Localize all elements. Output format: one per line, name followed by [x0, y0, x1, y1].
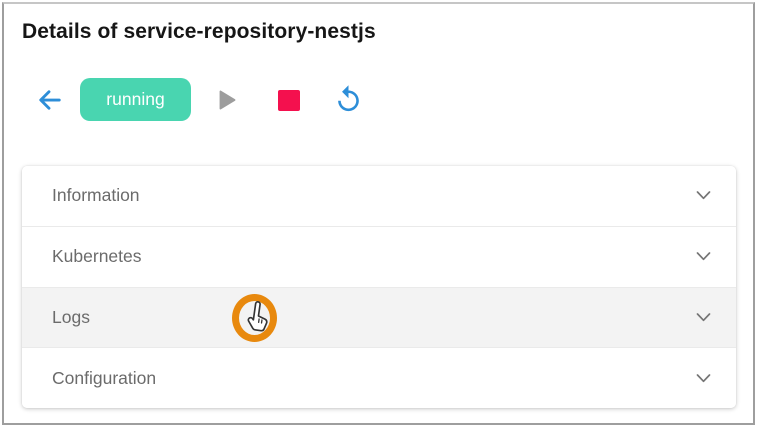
accordion-section-information[interactable]: Information — [22, 166, 736, 227]
replay-refresh-icon — [333, 85, 364, 118]
chevron-down-icon — [696, 191, 711, 200]
start-button[interactable] — [212, 86, 240, 114]
arrow-left-icon — [34, 90, 64, 118]
section-label: Logs — [52, 306, 90, 327]
stop-square-icon — [278, 90, 300, 111]
section-label: Configuration — [52, 367, 157, 388]
section-label: Kubernetes — [52, 246, 142, 267]
accordion-section-configuration[interactable]: Configuration — [22, 348, 736, 408]
chevron-down-icon — [696, 373, 711, 383]
play-icon — [212, 90, 240, 117]
status-badge: running — [80, 78, 191, 121]
refresh-button[interactable] — [333, 84, 364, 115]
section-label: Information — [52, 185, 140, 206]
accordion-section-kubernetes[interactable]: Kubernetes — [22, 226, 736, 288]
back-button[interactable] — [34, 85, 64, 115]
page-title: Details of service-repository-nestjs — [22, 20, 376, 43]
chevron-down-icon — [696, 252, 711, 261]
accordion-panel: Information Kubernetes Logs — [22, 166, 736, 408]
chevron-down-icon — [696, 313, 711, 322]
stop-button[interactable] — [278, 90, 300, 111]
accordion-section-logs[interactable]: Logs — [22, 287, 736, 349]
